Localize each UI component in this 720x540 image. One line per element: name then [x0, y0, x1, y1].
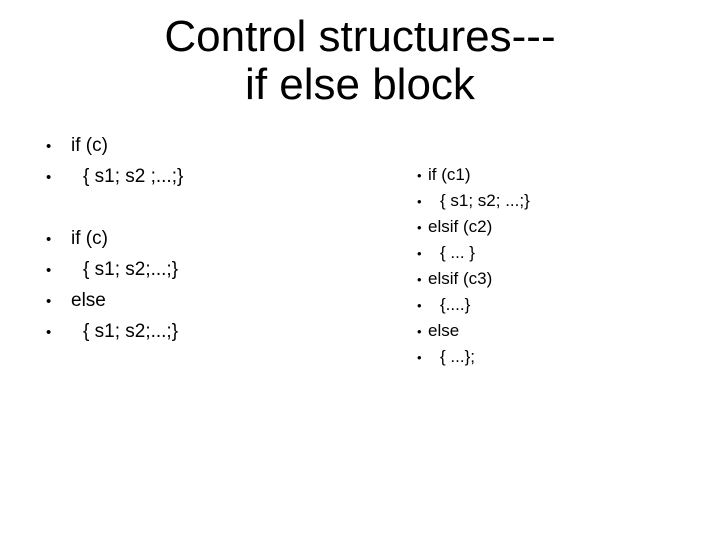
list-item: • { ...}; — [410, 344, 710, 370]
list-item: • { s1; s2;...;} — [40, 316, 380, 347]
list-item-text: if (c) — [71, 228, 108, 249]
list-item: • else — [410, 318, 710, 344]
list-item-text: { s1; s2; ...;} — [440, 191, 530, 210]
list-item-text: if (c1) — [428, 165, 471, 184]
list-item: • if (c) — [40, 223, 380, 254]
list-item-text: { s1; s2;...;} — [83, 259, 179, 280]
bullet-icon: • — [46, 262, 52, 279]
list-item-text: else — [428, 321, 460, 340]
left-code-list: • if (c) • { s1; s2 ;...;} • if (c) • { … — [40, 130, 380, 347]
list-item: • {....} — [410, 292, 710, 318]
list-item-text: if (c) — [71, 135, 108, 156]
bullet-icon: • — [46, 324, 52, 341]
list-item: • { s1; s2; ...;} — [410, 188, 710, 214]
bullet-icon: • — [46, 138, 52, 155]
slide-title-line1: Control structures--- — [164, 12, 556, 61]
bullet-icon: • — [46, 169, 52, 186]
bullet-icon: • — [417, 350, 422, 365]
list-item-text: else — [71, 290, 106, 311]
list-item: • { s1; s2 ;...;} — [40, 161, 380, 192]
list-item-text: elsif (c2) — [428, 217, 493, 236]
bullet-icon: • — [417, 272, 422, 287]
bullet-icon: • — [417, 246, 422, 261]
list-item: • if (c) — [40, 130, 380, 161]
bullet-icon: • — [417, 324, 422, 339]
bullet-icon: • — [46, 231, 52, 248]
list-item-text: { ...}; — [440, 347, 475, 366]
list-item-text: { s1; s2 ;...;} — [83, 166, 184, 187]
list-item: • { s1; s2;...;} — [40, 254, 380, 285]
bullet-icon: • — [417, 298, 422, 313]
bullet-icon: • — [417, 168, 422, 183]
bullet-icon: • — [417, 220, 422, 235]
bullet-icon: • — [417, 194, 422, 209]
list-item: • { ... } — [410, 240, 710, 266]
list-item: • elsif (c2) — [410, 214, 710, 240]
list-item — [40, 192, 380, 223]
slide-title-line2: if else block — [245, 60, 475, 109]
list-item-text: {....} — [440, 295, 471, 314]
list-item-text: elsif (c3) — [428, 269, 493, 288]
right-code-list: • if (c1) • { s1; s2; ...;} • elsif (c2)… — [410, 162, 710, 370]
bullet-icon: • — [46, 293, 52, 310]
list-item: • else — [40, 285, 380, 316]
slide-title: Control structures--- if else block — [0, 13, 720, 109]
list-item-text: { s1; s2;...;} — [83, 321, 179, 342]
list-item-text: { ... } — [440, 243, 475, 262]
list-item: • elsif (c3) — [410, 266, 710, 292]
list-item: • if (c1) — [410, 162, 710, 188]
